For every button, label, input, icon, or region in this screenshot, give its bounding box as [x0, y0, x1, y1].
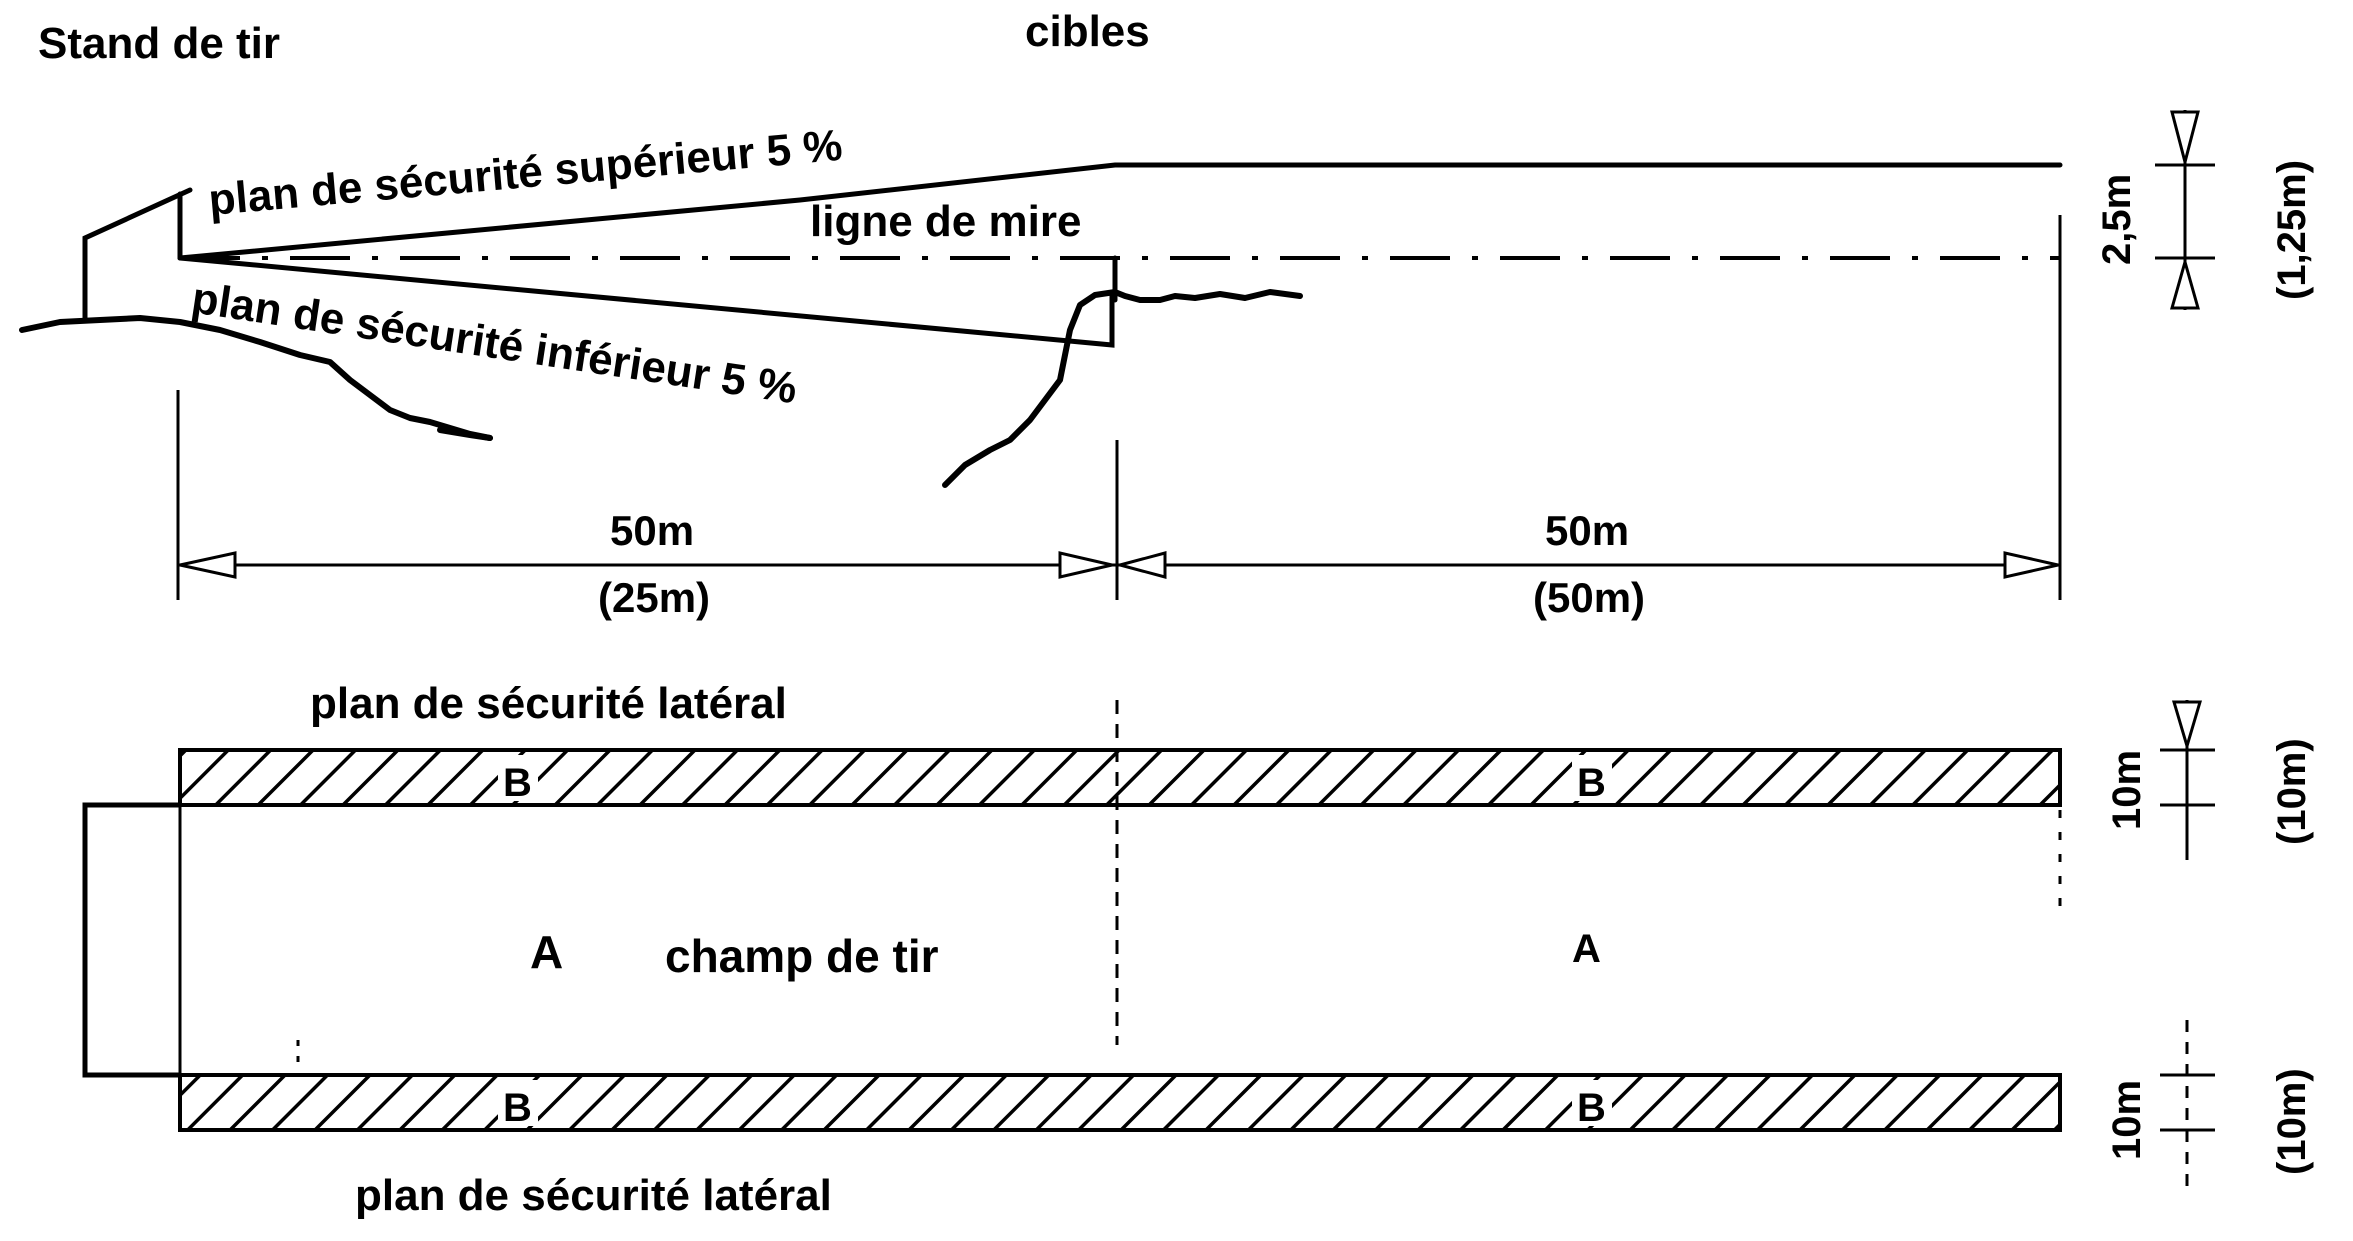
distance-left-alt-label: (25m): [598, 574, 710, 621]
upper-safety-plane: [177, 162, 2063, 261]
distance-right-alt-label: (50m): [1533, 574, 1645, 621]
height-alt-label: (1,25m): [2270, 160, 2314, 300]
stand-plan: [82, 802, 183, 1078]
lateral-plane-top-label: plan de sécurité latéral: [310, 679, 787, 728]
width-bottom-alt-label: (10m): [2270, 1068, 2314, 1175]
zone-b-bottom-left: B: [503, 1086, 532, 1130]
zone-b-top-left: B: [503, 761, 532, 805]
firing-field-label: champ de tir: [665, 930, 939, 982]
upper-plane-label: plan de sécurité supérieur 5 %: [207, 121, 845, 225]
lower-safety-plane: [177, 255, 1115, 348]
zone-b-top-right: B: [1577, 761, 1606, 805]
width-top-alt-label: (10m): [2270, 738, 2314, 845]
terrain-left: [19, 315, 493, 441]
width-dimension-bottom: [2160, 1020, 2215, 1190]
stand-building: [82, 187, 193, 321]
distance-dimensions: [176, 215, 2062, 600]
plan-view: plan de sécurité latéral B B B B A champ…: [82, 679, 2314, 1220]
height-dimension: [2155, 110, 2215, 310]
sight-line-label: ligne de mire: [810, 197, 1081, 246]
terrain-target-mound: [942, 289, 1303, 488]
terrain-left-slope: [437, 427, 493, 441]
width-top-label: 10m: [2105, 750, 2149, 830]
distance-right-label: 50m: [1545, 507, 1629, 554]
stand-label: Stand de tir: [38, 19, 280, 68]
distance-left-label: 50m: [610, 507, 694, 554]
targets-label: cibles: [1025, 7, 1150, 56]
lateral-plane-bottom-label: plan de sécurité latéral: [355, 1171, 832, 1220]
zone-a-left: A: [530, 926, 563, 978]
lower-plane-label: plan de sécurité inférieur 5 %: [189, 273, 801, 413]
width-dimension-top: [2160, 700, 2215, 860]
zone-b-bottom-right: B: [1577, 1086, 1606, 1130]
width-bottom-label: 10m: [2105, 1080, 2149, 1160]
side-view: Stand de tir cibles plan de sécurité sup…: [19, 7, 2314, 621]
lateral-safety-strip-top: [178, 748, 2062, 807]
zone-a-right: A: [1572, 927, 1601, 971]
height-label: 2,5m: [2095, 174, 2139, 265]
lateral-safety-strip-bottom: [178, 1073, 2062, 1132]
